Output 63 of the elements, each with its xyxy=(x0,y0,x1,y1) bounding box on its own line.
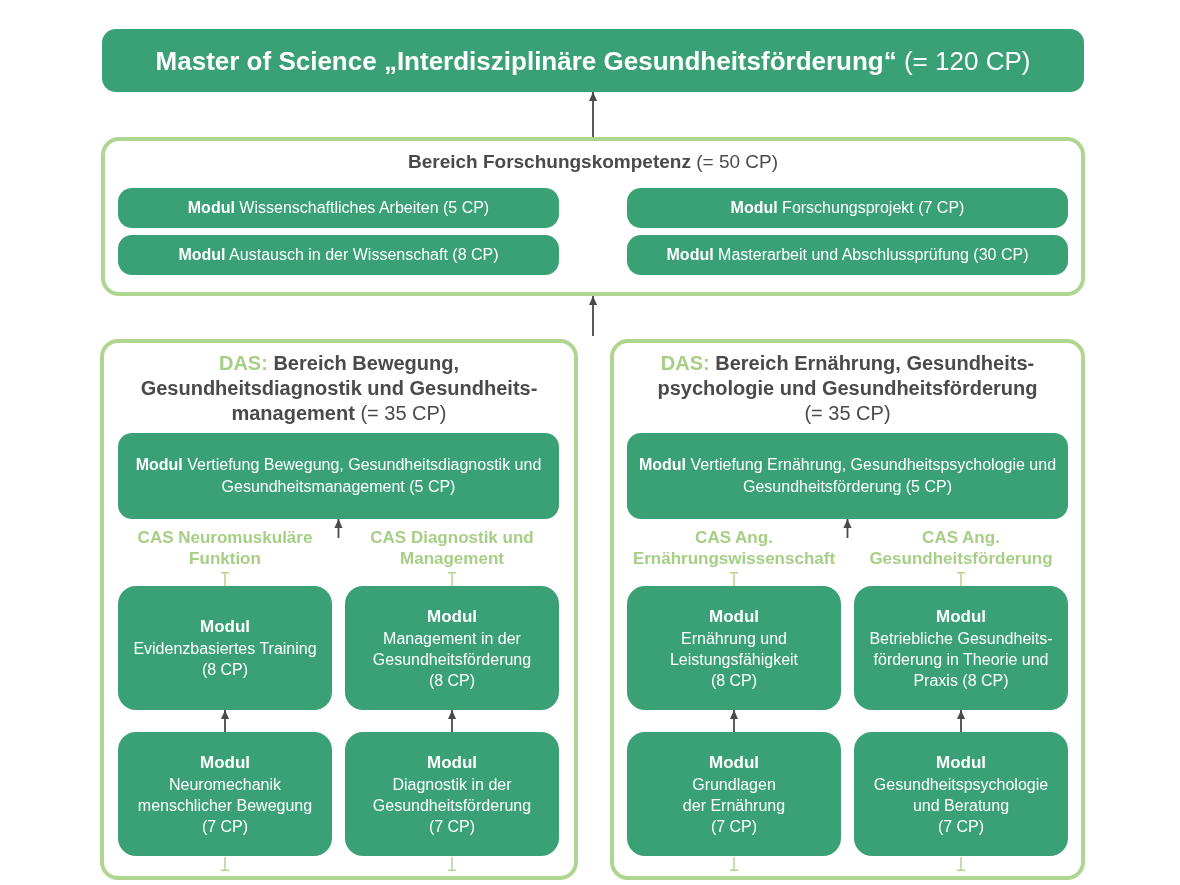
credit-points: (7 CP) xyxy=(201,816,249,837)
module-title: Gesundheitspsychologie und Beratung xyxy=(872,774,1050,816)
panel-heading: DAS: Bereich Bewegung, Gesundheitsdiagnostik und Gesundheits-management (= 35 CP) xyxy=(139,351,539,426)
module-box xyxy=(854,732,1068,856)
module-title: Modul Vertiefung Bewegung, Gesundheitsdiagnostik und Gesundheitsmanagement (5 CP) xyxy=(134,455,543,497)
module-heading: Modul xyxy=(199,616,250,638)
module-title: Management in der Gesundheitsförderung xyxy=(371,628,533,670)
credit-points: (7 CP) xyxy=(937,816,985,837)
module-heading: Modul xyxy=(426,605,477,628)
module-heading: Modul xyxy=(199,751,250,774)
module-title: Evidenzbasiertes Training xyxy=(133,639,317,659)
module-box xyxy=(345,586,559,710)
credit-points: (7 CP) xyxy=(710,816,758,837)
module-box xyxy=(627,235,1068,275)
arrow xyxy=(220,709,230,733)
arrow xyxy=(447,709,457,733)
credit-points: (8 CP) xyxy=(428,670,476,691)
module-title: Modul Wissenschaftliches Arbeiten (5 CP) xyxy=(187,198,490,218)
degree-banner xyxy=(102,29,1084,92)
panel-heading: Bereich Forschungskompetenz (= 50 CP) xyxy=(407,150,779,174)
module-box xyxy=(627,433,1068,519)
cas-label: CAS Ang. Ernährungswissenschaft xyxy=(631,527,837,569)
arrow xyxy=(729,709,739,733)
module-box xyxy=(118,586,332,710)
module-title: Diagnostik in der Gesundheitsförderung xyxy=(371,774,533,816)
arrow xyxy=(588,295,598,337)
credit-points: (8 CP) xyxy=(201,660,249,680)
module-title: Neuromechanik menschlicher Bewegung xyxy=(136,774,314,816)
module-box xyxy=(854,586,1068,710)
module-heading: Modul xyxy=(708,605,759,628)
module-heading: Modul xyxy=(708,751,759,774)
module-box xyxy=(627,732,841,856)
module-heading: Modul xyxy=(935,751,986,774)
arrow xyxy=(956,709,966,733)
area-panel xyxy=(100,339,578,880)
module-title: Ernährung und Leistungsfähigkeit xyxy=(668,628,800,670)
banner-title: Master of Science „Interdisziplinäre Gesundheitsförderung“ (= 120 CP) xyxy=(155,44,1031,77)
module-box xyxy=(627,586,841,710)
module-box xyxy=(118,732,332,856)
panel-heading: DAS: Bereich Ernährung, Gesundheits-psychologie und Gesundheitsförderung (= 35 CP) xyxy=(656,351,1039,426)
module-box xyxy=(118,433,559,519)
module-box xyxy=(345,732,559,856)
module-title: Grundlagen der Ernährung xyxy=(681,774,787,816)
credit-points: (7 CP) xyxy=(428,816,476,837)
module-title: Modul Masterarbeit und Abschlussprüfung (30 CP) xyxy=(666,245,1029,265)
module-heading: Modul xyxy=(426,751,477,774)
module-box xyxy=(627,188,1068,228)
area-panel xyxy=(101,137,1085,296)
module-title: Modul Vertiefung Ernährung, Gesundheitspsychologie und Gesundheitsförderung (5 CP) xyxy=(637,455,1058,497)
module-box xyxy=(118,188,559,228)
module-title: Modul Austausch in der Wissenschaft (8 CP) xyxy=(178,245,499,265)
arrow xyxy=(334,518,343,539)
area-panel xyxy=(610,339,1085,880)
module-title: Modul Forschungsprojekt (7 CP) xyxy=(730,198,965,218)
cas-label: CAS Diagnostik und Management xyxy=(369,527,535,569)
credit-points: (8 CP) xyxy=(710,670,758,691)
cas-label: CAS Neuromuskuläre Funktion xyxy=(136,527,314,569)
cas-label: CAS Ang. Gesundheitsförderung xyxy=(868,527,1054,569)
module-box xyxy=(118,235,559,275)
arrow xyxy=(588,91,598,138)
module-title: Betriebliche Gesundheits-förderung in Theorie und Praxis (8 CP) xyxy=(868,628,1054,691)
arrow xyxy=(843,518,852,539)
module-heading: Modul xyxy=(935,605,986,628)
